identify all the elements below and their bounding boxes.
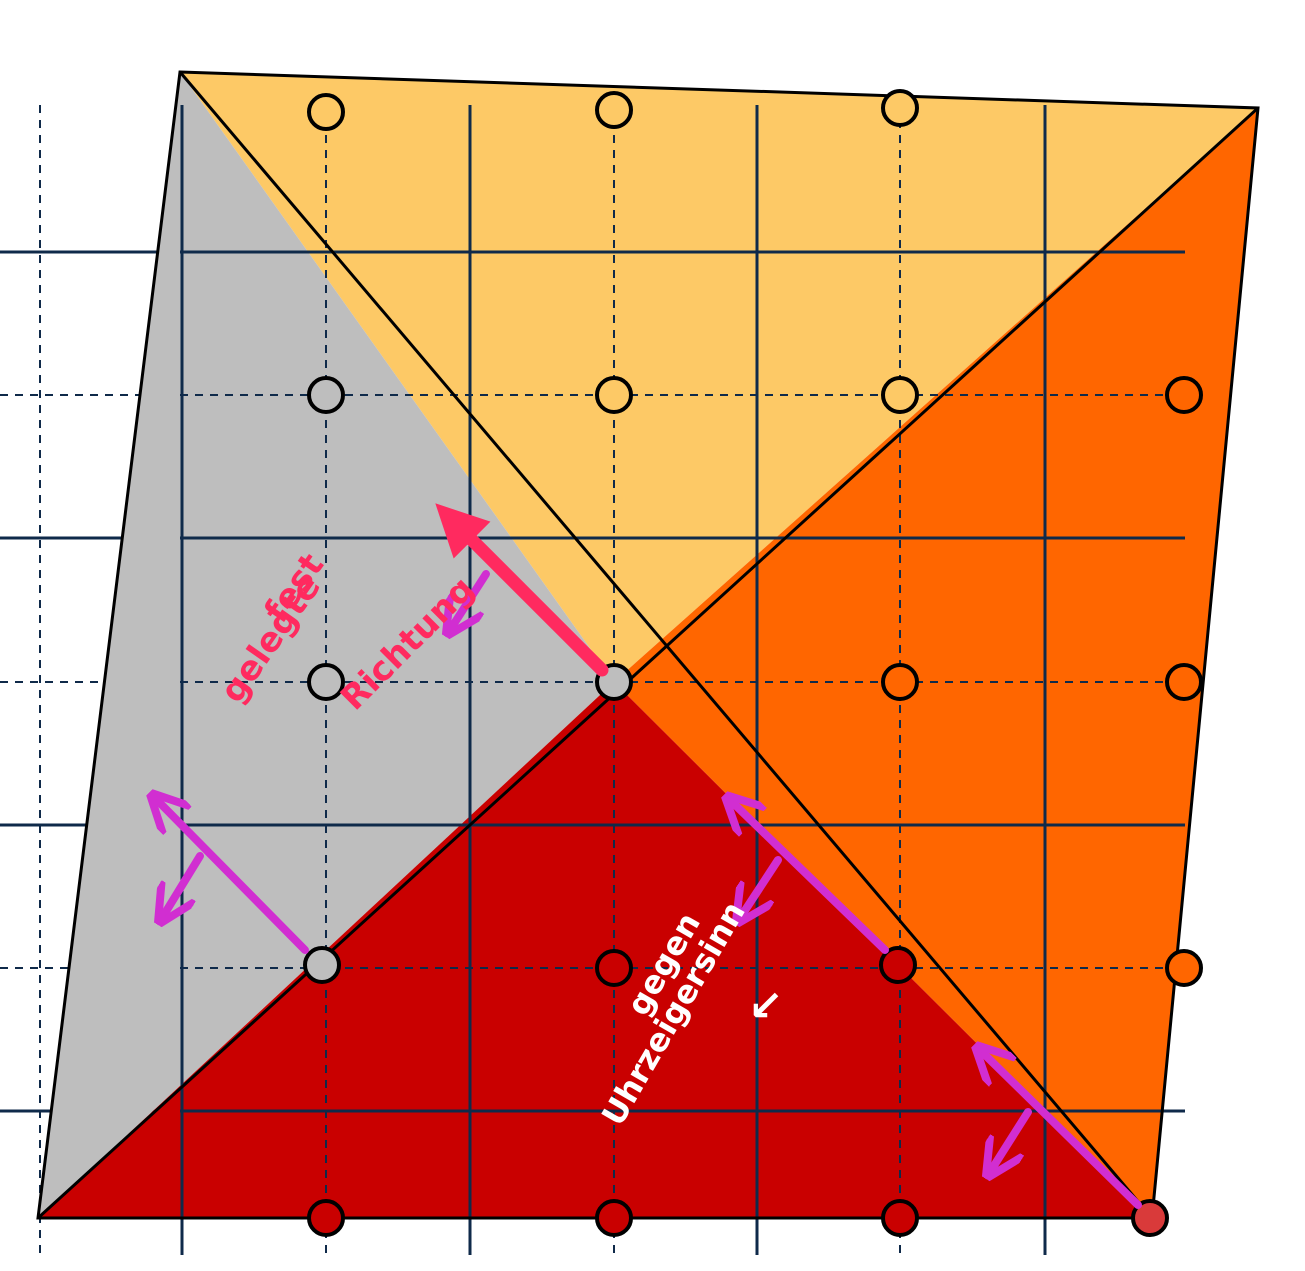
inner-solid-grid: [180, 105, 1185, 1255]
fixed-direction-arrow: [435, 503, 609, 677]
lattice-points: [303, 89, 1203, 1237]
quadrant-top: [180, 72, 1258, 682]
quadrant-right: [614, 108, 1258, 1218]
quadrant-bottom: [38, 682, 1152, 1218]
label-ccw-arrow: ↙: [748, 981, 783, 1030]
magenta-arrows: [155, 570, 1142, 1209]
